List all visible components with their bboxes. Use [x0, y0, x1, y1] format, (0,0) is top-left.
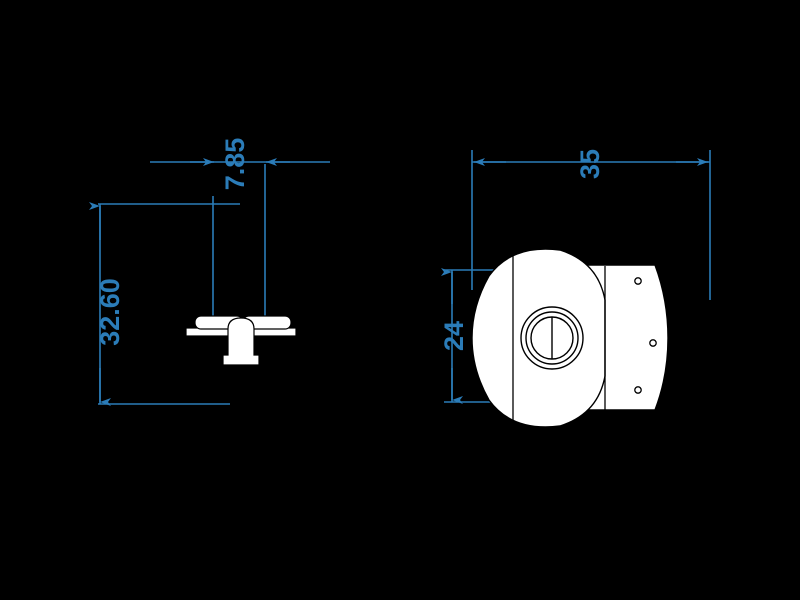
part-mounting-holes [634, 277, 657, 394]
left-view-width-dimension: 7.85 [150, 138, 330, 191]
mounting-hole-top [634, 277, 642, 285]
right-view-height-dimension: 24 [439, 268, 469, 404]
dimension-label-height-right-view: 24 [439, 321, 469, 351]
dimension-label-width-right-view: 35 [575, 149, 605, 179]
right-view-width-dimension: 35 [472, 149, 710, 179]
right-view-group: 35 24 [439, 149, 711, 428]
part-main-housing [471, 248, 606, 428]
mounting-hole-middle [649, 339, 657, 347]
left-view-height-dimension: 32.60 [89, 202, 125, 406]
part-concentric-circles [520, 306, 584, 370]
left-view-extension-lines [98, 164, 266, 405]
circle-middle [525, 311, 579, 365]
left-view-group: 7.85 32.60 [89, 138, 330, 406]
part-central-boss [222, 317, 260, 366]
dimension-label-width-left-view: 7.85 [220, 138, 250, 191]
mounting-hole-bottom [634, 386, 642, 394]
circle-outer [520, 306, 584, 370]
dimension-label-height-left-view: 32.60 [95, 278, 125, 346]
left-view-part-profile [185, 315, 297, 366]
right-view-part-body [471, 248, 669, 428]
